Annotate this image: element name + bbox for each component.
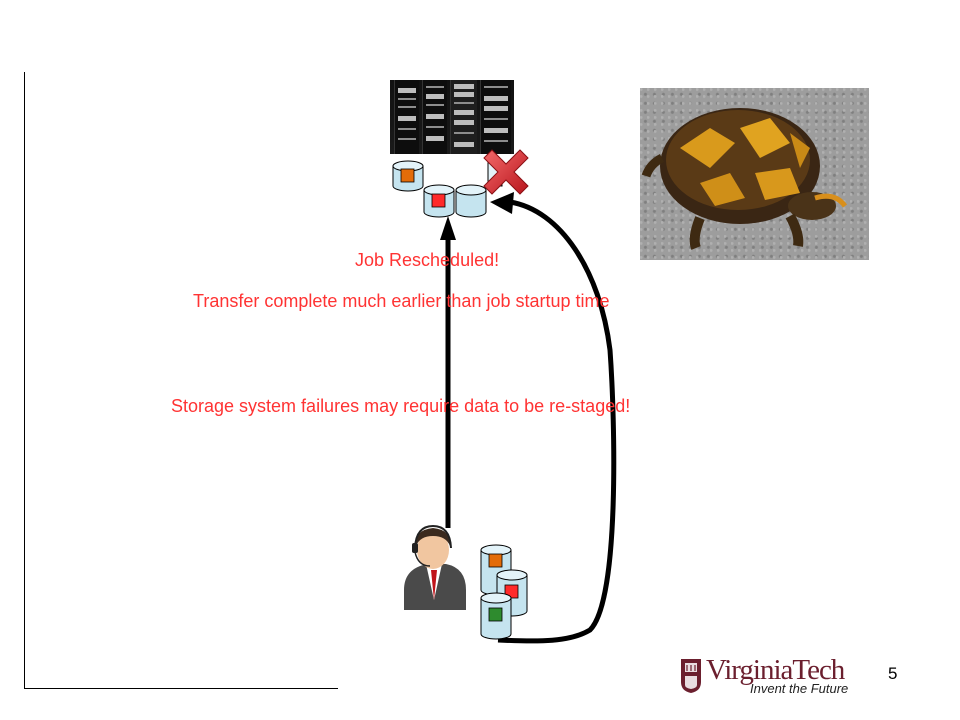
data-cylinder-icon <box>392 160 424 192</box>
failure-x-icon <box>483 149 529 195</box>
data-cylinder-icon <box>455 184 487 218</box>
transfer-complete-label: Transfer complete much earlier than job … <box>193 291 610 311</box>
user-headset-icon <box>404 524 466 610</box>
restage-arrow <box>490 192 617 644</box>
upload-arrow <box>440 216 456 528</box>
data-cylinder-icon <box>423 184 455 218</box>
logo-wordmark: VirginiaTech <box>706 654 845 686</box>
frame-left-rule <box>24 72 25 688</box>
storage-failures-label: Storage system failures may require data… <box>171 396 631 416</box>
data-cylinder-icon <box>480 592 512 640</box>
vt-seal-icon <box>681 659 701 693</box>
virginia-tech-logo: VirginiaTech Invent the Future <box>680 656 860 696</box>
job-rescheduled-label: Job Rescheduled! <box>355 250 500 270</box>
page-number: 5 <box>888 664 898 683</box>
frame-bottom-rule <box>24 688 338 689</box>
logo-tagline: Invent the Future <box>750 681 849 696</box>
turtle-image <box>640 88 869 260</box>
server-rack-image <box>390 80 514 154</box>
